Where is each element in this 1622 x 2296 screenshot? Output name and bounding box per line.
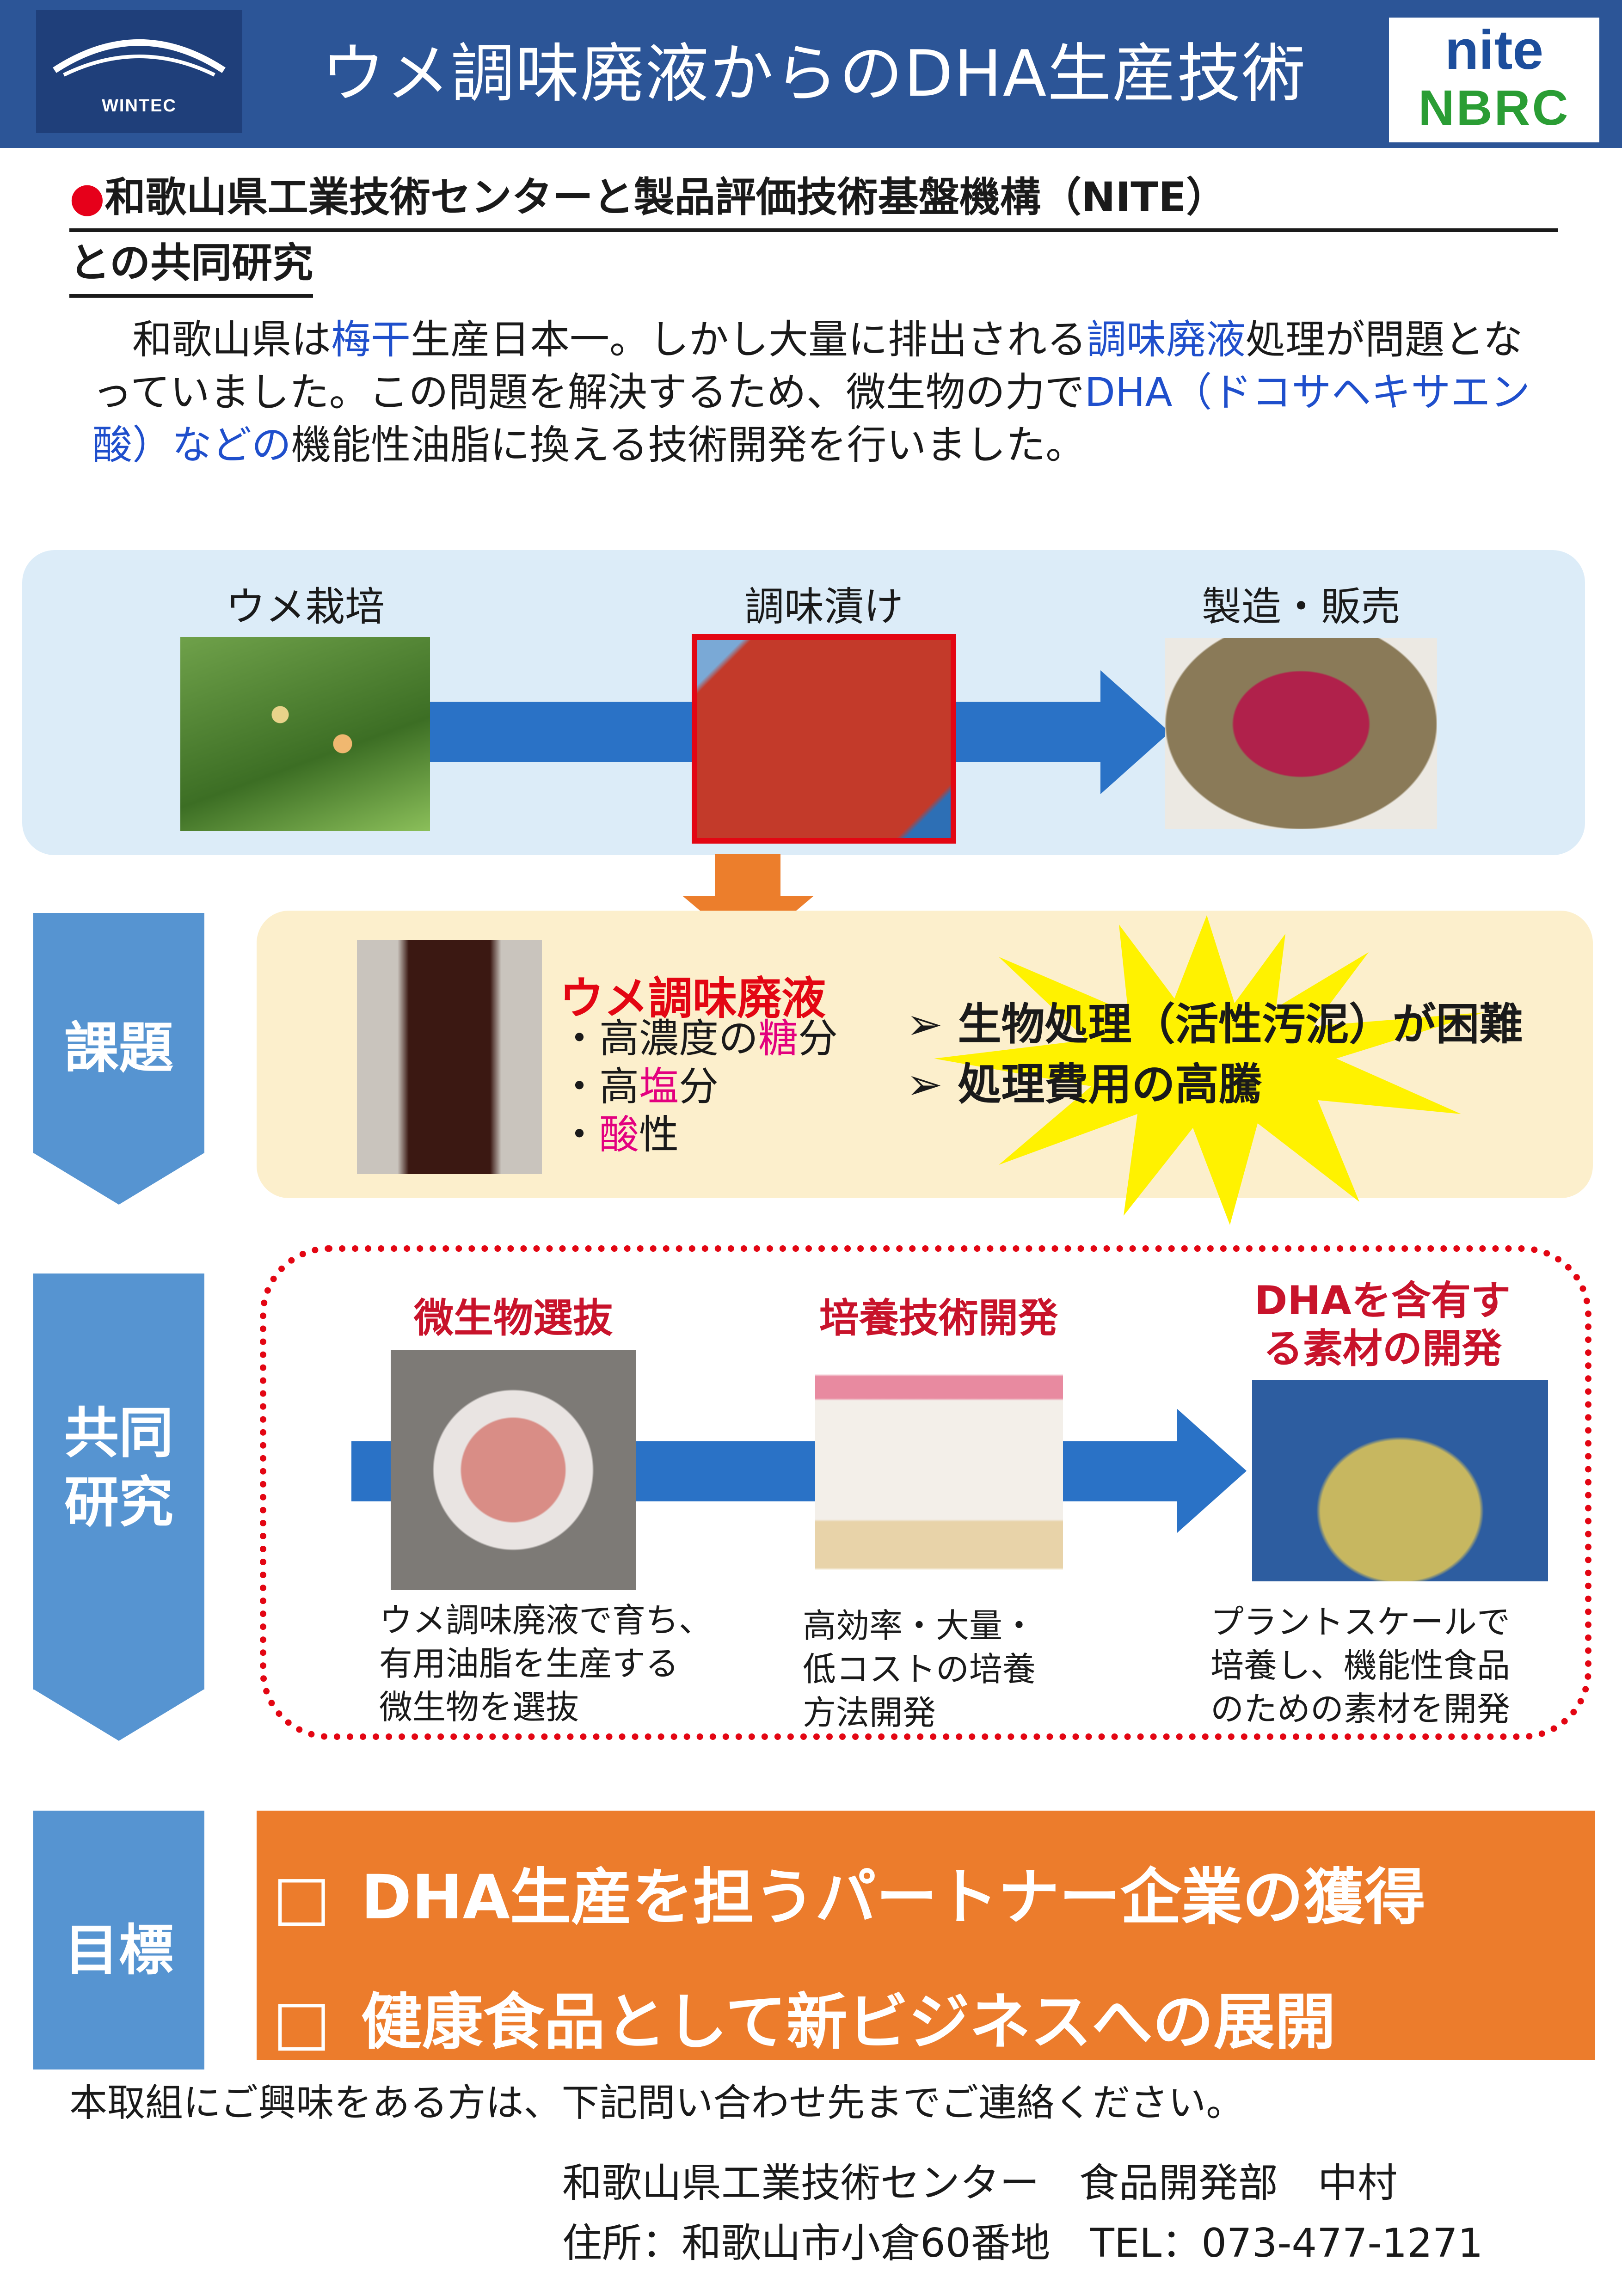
- seasoned-ume-crate-photo: [692, 634, 956, 844]
- issue-item-sugar: ・高濃度の糖分: [559, 1016, 838, 1062]
- problem-item-cost: ➢ 処理費用の高騰: [906, 1059, 1262, 1110]
- issue-list: ・高濃度の糖分 ・高塩分 ・酸性: [559, 1015, 838, 1159]
- header-bar: [0, 0, 1622, 148]
- umeboshi-pot-photo: [1165, 638, 1437, 829]
- waste-bottle-photo: [357, 940, 542, 1174]
- checkbox-icon: □: [273, 1987, 331, 2058]
- side-label-goal: 目標: [33, 1811, 204, 2069]
- step-culture-dev-title: 培養技術開発: [819, 1295, 1058, 1341]
- issue-title: ウメ調味廃液: [559, 973, 826, 1024]
- nite-nbrc-logo: nite NBRC: [1389, 18, 1599, 142]
- goal-item-partner: □ DHA生産を担うパートナー企業の獲得: [273, 1862, 1425, 1933]
- dha-powder-photo: [1252, 1380, 1548, 1581]
- collaboration-heading: ●和歌山県工業技術センターと製品評価技術基盤機構（NITE） との共同研究: [69, 166, 1558, 298]
- contact-address-phone: 住所：和歌山市小倉60番地 TEL：073-477-1271: [562, 2220, 1483, 2266]
- step-manufacture-label: 製造・販売: [1202, 584, 1401, 630]
- step-microbe-selection-desc: ウメ調味廃液で育ち、有用油脂を生産する微生物を選抜: [379, 1601, 713, 1727]
- problem-list: ➢ 生物処理（活性汚泥）が困難 ➢ 処理費用の高騰: [906, 995, 1523, 1115]
- arrow-bullet-icon: ➢: [906, 999, 943, 1050]
- step-dha-material-title: DHAを含有す る素材の開発: [1254, 1278, 1511, 1372]
- step-seasoning-label: 調味漬け: [744, 584, 903, 630]
- side-label-issue-tip: [33, 1153, 204, 1205]
- problem-item-treatment: ➢ 生物処理（活性汚泥）が困難: [906, 999, 1523, 1050]
- nbrc-logo-text: NBRC: [1418, 80, 1570, 135]
- nite-logo-text: nite: [1444, 19, 1544, 81]
- ume-tree-photo: [180, 637, 430, 831]
- intro-text-3: 処理が問題となっていました。この問題を解決するため、微生物の力で: [92, 317, 1523, 416]
- side-label-issue-text: 課題: [64, 1016, 173, 1080]
- step-culture-dev-desc: 高効率・大量・低コストの培養方法開発: [803, 1606, 1036, 1732]
- side-label-joint-text-2: 研究: [64, 1470, 173, 1534]
- side-label-joint-text-1: 共同: [64, 1401, 173, 1465]
- arrow-bullet-icon: ➢: [906, 1059, 943, 1110]
- petri-dish-photo: [391, 1350, 636, 1590]
- intro-text-4: 機能性油脂に換える技術開発を行いました。: [291, 422, 1086, 468]
- side-label-joint-tip: [33, 1689, 204, 1741]
- step-ume-cultivation-label: ウメ栽培: [226, 584, 385, 630]
- intro-text-2: 生産日本一。しかし大量に排出される: [411, 317, 1087, 363]
- collab-heading-line-1: 和歌山県工業技術センターと製品評価技術基盤機構（NITE）: [104, 173, 1227, 221]
- footer-note: 本取組にご興味をある方は、下記問い合わせ先までご連絡ください。: [69, 2081, 1244, 2125]
- step-dha-material-desc: プラントスケールで培養し、機能性食品のための素材を開発: [1210, 1603, 1511, 1728]
- bridge-icon: [53, 39, 226, 77]
- collab-heading-line-2: との共同研究: [69, 232, 313, 298]
- contact-info: 和歌山県工業技術センター 食品開発部 中村 住所：和歌山市小倉60番地 TEL：…: [562, 2153, 1483, 2273]
- issue-item-salt: ・高塩分: [559, 1064, 719, 1110]
- step-microbe-selection-title: 微生物選抜: [414, 1295, 613, 1341]
- intro-highlight-dha: DHA（ドコサヘキサエン酸）などの: [92, 369, 1530, 468]
- checkbox-icon: □: [273, 1862, 331, 1933]
- wintec-logo: WINTEC: [36, 10, 242, 133]
- intro-highlight-ume: 梅干: [331, 317, 411, 363]
- process-arrow-head: [1100, 670, 1170, 794]
- page-title: ウメ調味廃液からのDHA生産技術: [321, 37, 1307, 111]
- side-label-joint-research: 共同 研究: [33, 1274, 204, 1690]
- starburst-icon: [934, 915, 1484, 1225]
- side-label-issue: 課題: [33, 913, 204, 1153]
- intro-highlight-waste: 調味廃液: [1087, 317, 1246, 363]
- intro-paragraph: 和歌山県は梅干生産日本一。しかし大量に排出される調味廃液処理が問題となっていまし…: [92, 313, 1535, 471]
- down-arrow: [715, 854, 780, 897]
- joint-research-panel: [260, 1245, 1591, 1740]
- issue-item-acid: ・酸性: [559, 1112, 679, 1158]
- red-bullet-icon: ●: [69, 173, 105, 221]
- wintec-logo-text: WINTEC: [102, 96, 177, 116]
- contact-organization: 和歌山県工業技術センター 食品開発部 中村: [562, 2160, 1397, 2206]
- goal-panel: [257, 1811, 1595, 2060]
- joint-research-arrow-head: [1177, 1409, 1247, 1533]
- culture-flask-photo: [815, 1350, 1063, 1592]
- intro-text-1: 和歌山県は: [132, 317, 331, 363]
- side-label-goal-text: 目標: [64, 1918, 173, 1982]
- goal-item-business: □ 健康食品として新ビジネスへの展開: [273, 1987, 1336, 2058]
